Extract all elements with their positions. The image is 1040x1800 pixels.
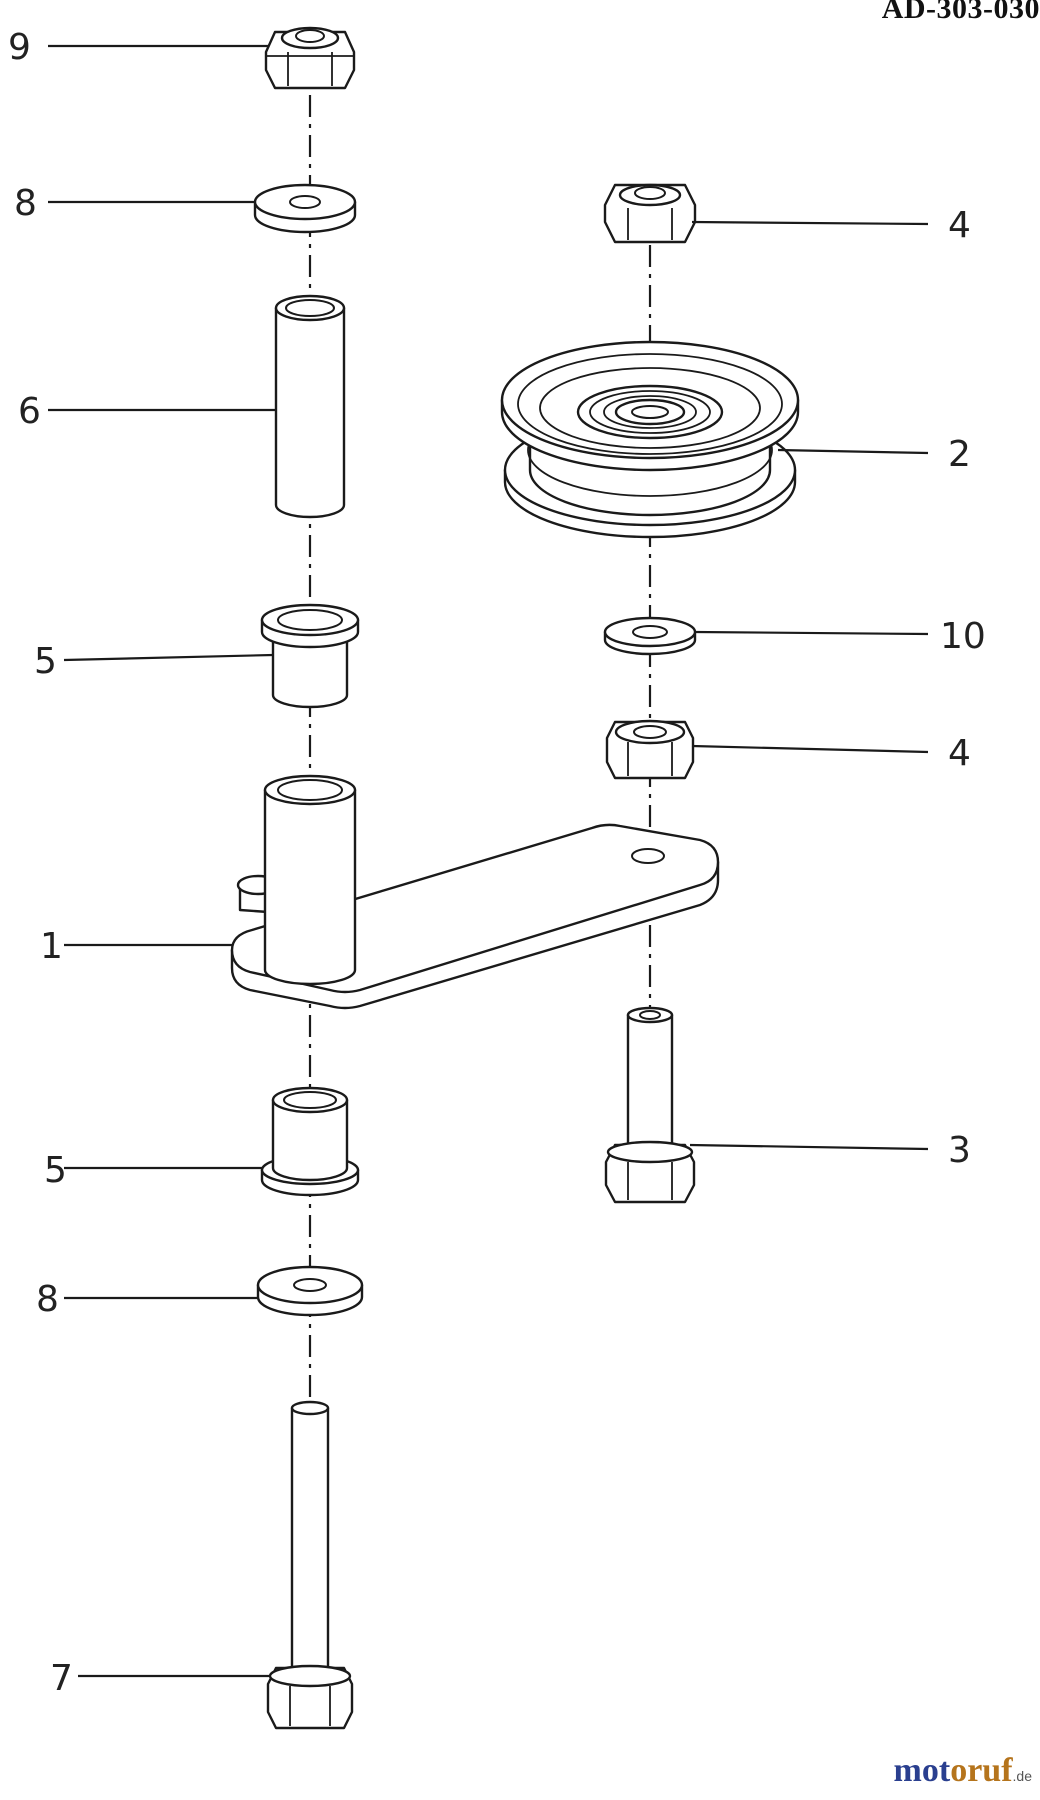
- part-4-nut-top: [603, 183, 697, 244]
- watermark-suffix: .de: [1012, 1768, 1032, 1784]
- callout-8-bottom: 8: [36, 1279, 59, 1320]
- callout-10: 10: [940, 616, 986, 657]
- part-8-washer-bottom: [256, 1265, 364, 1317]
- callout-2: 2: [948, 434, 971, 475]
- watermark-part2: oruf: [950, 1752, 1013, 1789]
- motoruf-watermark-logo: motoruf.de: [894, 1752, 1032, 1790]
- part-5-bushing-top: [260, 603, 360, 709]
- callout-6: 6: [18, 391, 41, 432]
- part-5-bushing-bottom: [260, 1086, 360, 1197]
- part-7-long-bolt: [266, 1400, 354, 1730]
- callout-4-top: 4: [948, 205, 971, 246]
- callout-numbers: 9 8 6 5 1 5 8 7 4 2 10 4 3: [8, 27, 986, 1699]
- part-8-washer-top: [253, 183, 357, 234]
- callout-5-top: 5: [34, 641, 57, 682]
- callout-5-bottom: 5: [44, 1150, 67, 1191]
- callout-8-top: 8: [14, 183, 37, 224]
- leader-lines: [48, 44, 929, 1678]
- callout-7: 7: [50, 1658, 73, 1699]
- part-3-short-bolt: [604, 1006, 696, 1204]
- part-9-lock-nut: [264, 26, 356, 90]
- callout-3: 3: [948, 1130, 971, 1171]
- part-6-spacer-sleeve: [274, 294, 346, 519]
- part-1-idler-arm: [230, 774, 720, 1010]
- part-2-pulley: [500, 340, 800, 539]
- callout-9: 9: [8, 27, 31, 68]
- reference-code: AD-303-030: [881, 0, 1040, 25]
- watermark-part1: mot: [893, 1752, 951, 1789]
- part-10-washer: [603, 616, 697, 656]
- part-4-nut-bottom: [605, 719, 695, 780]
- callout-1: 1: [40, 926, 63, 967]
- callout-4-bottom: 4: [948, 733, 971, 774]
